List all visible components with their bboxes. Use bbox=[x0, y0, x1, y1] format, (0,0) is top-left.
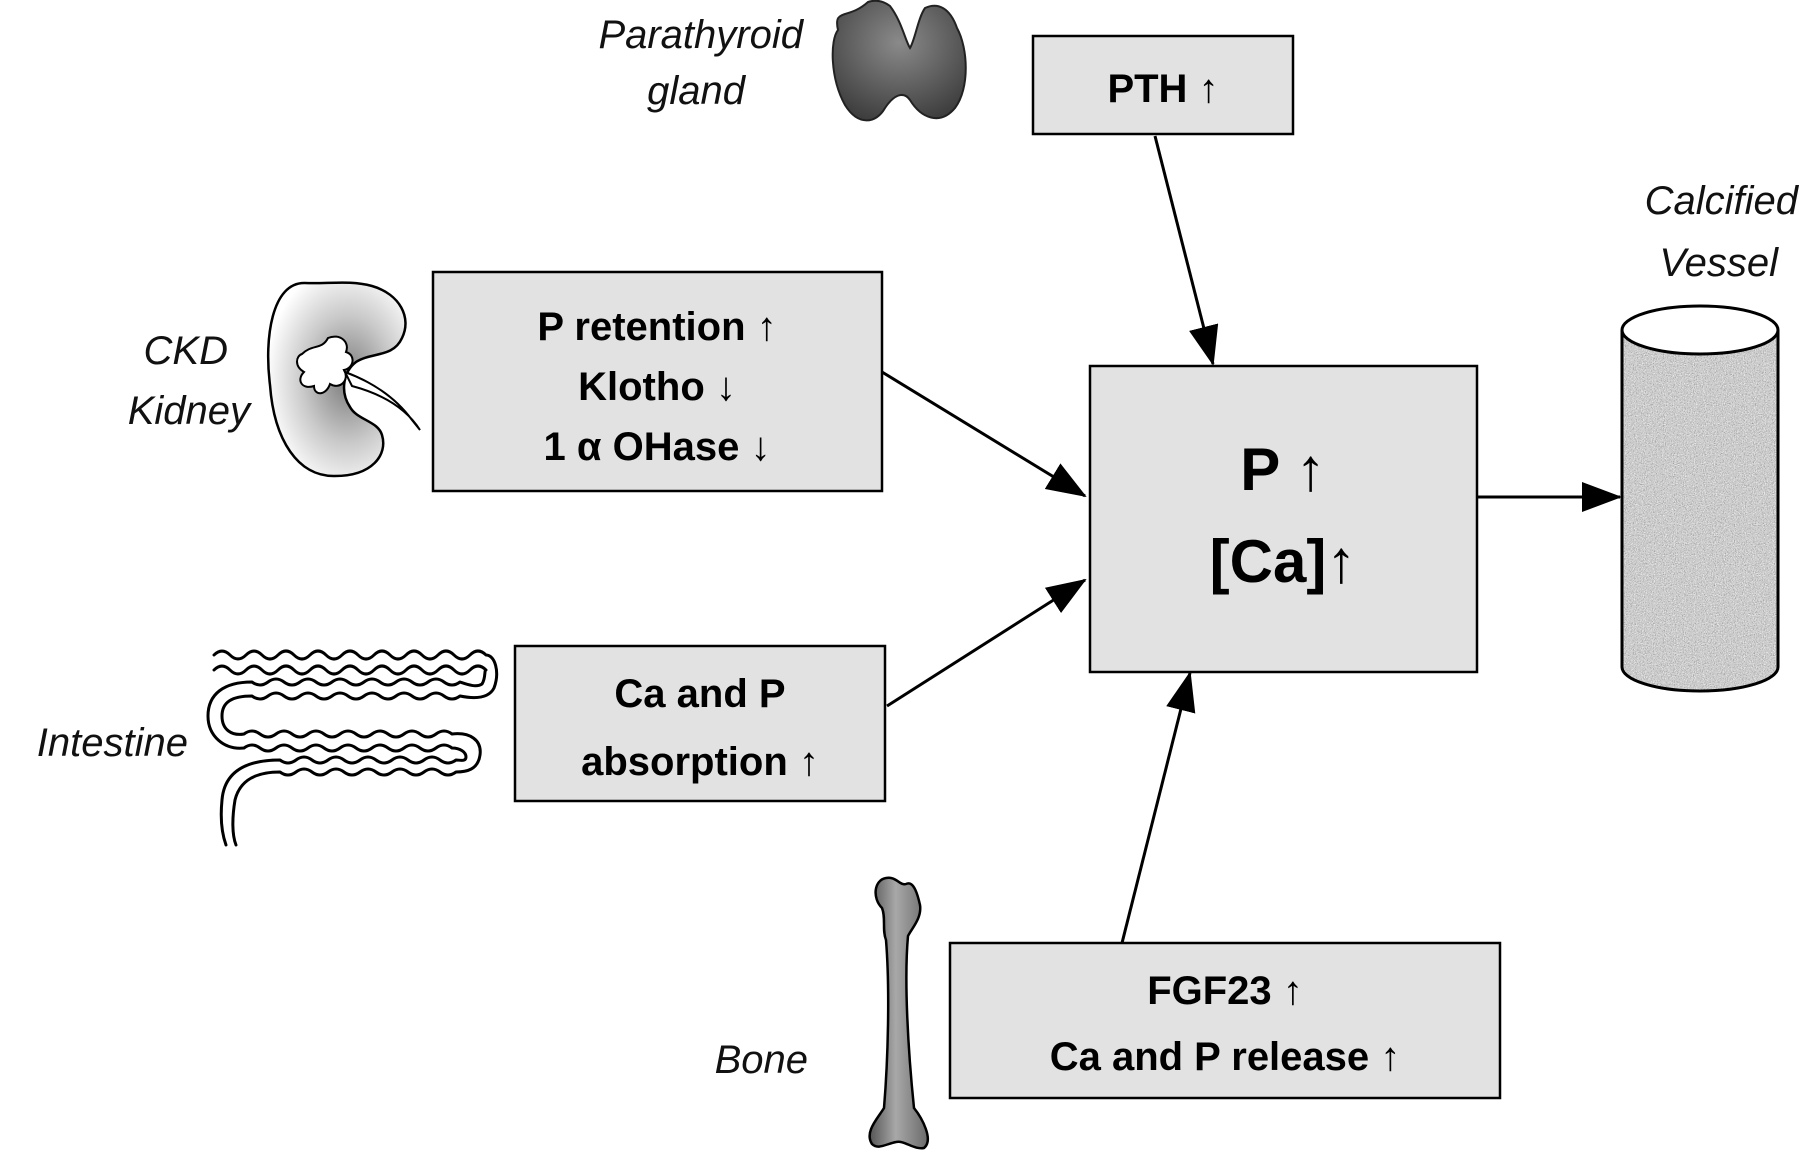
center-box-line-2: [Ca]↑ bbox=[1210, 528, 1357, 595]
intestine-box-line-2: absorption ↑ bbox=[581, 740, 819, 784]
parathyroid-label-line-2: gland bbox=[647, 69, 747, 113]
kidney-icon bbox=[266, 281, 421, 478]
bone-box: FGF23 ↑ Ca and P release ↑ bbox=[948, 941, 1502, 1100]
arrow-intestine-to-center bbox=[886, 578, 1087, 708]
kidney-box-line-2: Klotho ↓ bbox=[578, 365, 736, 409]
bone-box-line-2: Ca and P release ↑ bbox=[1050, 1035, 1401, 1079]
intestine-box: Ca and P absorption ↑ bbox=[513, 644, 887, 803]
kidney-box-line-3: 1 α OHase ↓ bbox=[544, 425, 771, 469]
bone-icon bbox=[868, 876, 930, 1150]
calcified-vessel-icon bbox=[1620, 304, 1780, 693]
arrow-kidney-to-center bbox=[881, 370, 1087, 498]
vessel-label-line-2: Vessel bbox=[1659, 241, 1779, 285]
arrows bbox=[881, 135, 1622, 944]
kidney-box: P retention ↑ Klotho ↓ 1 α OHase ↓ bbox=[431, 270, 884, 493]
bone-box-line-1: FGF23 ↑ bbox=[1147, 969, 1303, 1013]
kidney-box-line-1: P retention ↑ bbox=[537, 305, 776, 349]
kidney-label-line-1: CKD bbox=[144, 329, 228, 373]
intestine-icon bbox=[206, 649, 499, 847]
bone-label: Bone bbox=[715, 1038, 808, 1082]
pth-box: PTH ↑ bbox=[1031, 34, 1295, 136]
intestine-box-line-1: Ca and P bbox=[614, 672, 785, 716]
arrow-pth-to-center bbox=[1153, 135, 1219, 366]
intestine-label: Intestine bbox=[37, 721, 188, 765]
arrow-bone-to-center bbox=[1120, 671, 1196, 944]
kidney-label-line-2: Kidney bbox=[128, 389, 253, 433]
center-box-line-1: P ↑ bbox=[1240, 436, 1326, 503]
center-box: P ↑ [Ca]↑ bbox=[1088, 364, 1479, 674]
parathyroid-gland-icon bbox=[831, 0, 967, 122]
vessel-label-line-1: Calcified bbox=[1645, 179, 1800, 223]
pth-box-label: PTH ↑ bbox=[1107, 67, 1218, 111]
parathyroid-label-line-1: Parathyroid bbox=[598, 13, 804, 57]
